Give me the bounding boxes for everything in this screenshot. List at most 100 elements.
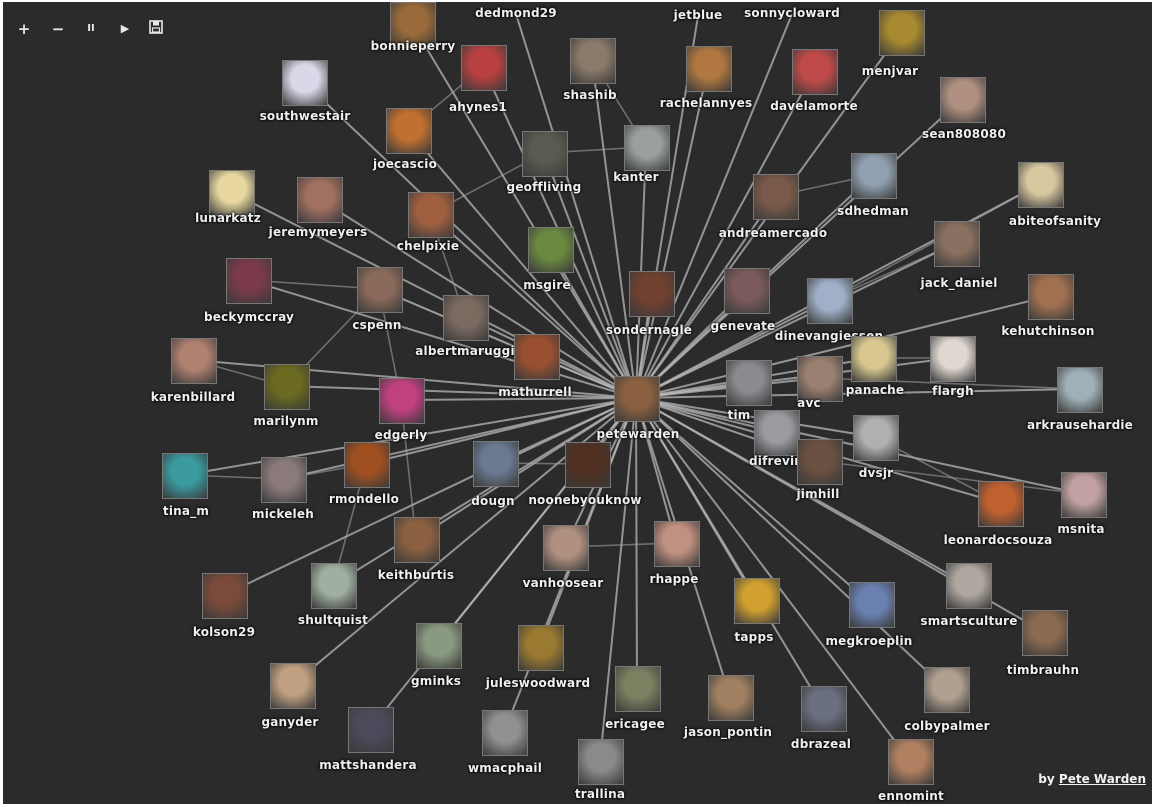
avatar[interactable] [390,2,436,48]
avatar[interactable] [853,415,899,461]
node-label: sean808080 [921,127,1007,141]
avatar[interactable] [946,563,992,609]
node-label: tapps [734,630,774,644]
avatar[interactable] [615,666,661,712]
avatar[interactable] [482,710,528,756]
avatar[interactable] [461,45,507,91]
avatar[interactable] [851,153,897,199]
avatar[interactable] [202,573,248,619]
node-label: gminks [410,674,462,688]
edge-geoffliving [543,152,637,399]
avatar[interactable] [934,221,980,267]
node-label: shultquist [297,613,369,627]
avatar[interactable] [394,517,440,563]
play-button[interactable]: ▶ [120,22,130,35]
avatar[interactable] [528,227,574,273]
avatar[interactable] [162,453,208,499]
avatar[interactable] [801,686,847,732]
avatar[interactable] [614,376,660,422]
avatar[interactable] [797,439,843,485]
save-button[interactable] [149,20,167,38]
node-label: juleswoodward [485,676,591,690]
avatar[interactable] [726,360,772,406]
avatar[interactable] [792,49,838,95]
avatar[interactable] [629,271,675,317]
avatar[interactable] [379,378,425,424]
avatar[interactable] [357,267,403,313]
avatar[interactable] [978,481,1024,527]
avatar[interactable] [473,441,519,487]
avatar[interactable] [1018,162,1064,208]
avatar[interactable] [297,177,343,223]
avatar[interactable] [930,336,976,382]
avatar[interactable] [514,334,560,380]
avatar[interactable] [849,582,895,628]
edge-arkrausehardie [635,388,1080,399]
node-label: andreamercado [718,226,828,240]
author-link[interactable]: Pete Warden [1058,772,1146,786]
avatar[interactable] [708,675,754,721]
zoom-out-button[interactable]: − [51,20,65,38]
avatar[interactable] [1028,274,1074,320]
avatar[interactable] [807,278,853,324]
avatar[interactable] [209,170,255,216]
avatar[interactable] [443,295,489,341]
avatar[interactable] [686,46,732,92]
avatar[interactable] [565,442,611,488]
avatar[interactable] [1061,472,1107,518]
node-label: kehutchinson [1001,324,1095,338]
avatar[interactable] [754,410,800,456]
avatar[interactable] [1057,367,1103,413]
node-label: ericagee [605,717,665,731]
avatar[interactable] [724,268,770,314]
avatar[interactable] [879,10,925,56]
node-label: trallina [574,787,626,801]
avatar[interactable] [348,707,394,753]
node-label: sonnycloward [744,6,840,20]
avatar[interactable] [171,338,217,384]
avatar[interactable] [570,38,616,84]
avatar[interactable] [408,192,454,238]
avatar[interactable] [624,125,670,171]
edge-davelamorte [635,70,815,399]
avatar[interactable] [888,739,934,785]
avatar[interactable] [386,108,432,154]
node-label: rmondello [328,492,400,506]
edge-kehutchinson [635,295,1051,399]
avatar[interactable] [654,521,700,567]
edge-andreamercado [635,195,776,399]
edge-tina_m [183,397,637,476]
avatar[interactable] [543,525,589,571]
edge-dinevangiessen [635,299,830,399]
avatar[interactable] [851,336,897,382]
avatar[interactable] [753,174,799,220]
avatar[interactable] [270,663,316,709]
node-label: arkrausehardie [1026,418,1134,432]
avatar[interactable] [578,739,624,785]
node-label: smartsculture [920,614,1018,628]
zoom-in-button[interactable]: + [17,20,31,38]
node-label: southwestair [259,109,351,123]
node-label: flargh [932,384,974,398]
avatar[interactable] [734,578,780,624]
node-label: genevate [710,319,776,333]
avatar[interactable] [522,131,568,177]
avatar[interactable] [282,60,328,106]
node-label: dvsjr [858,466,894,480]
avatar[interactable] [226,258,272,304]
node-label: cspenn [352,318,402,332]
avatar[interactable] [518,625,564,671]
pause-button[interactable]: II [87,23,95,34]
avatar[interactable] [416,623,462,669]
avatar[interactable] [1022,610,1068,656]
avatar[interactable] [261,457,307,503]
avatar[interactable] [940,77,986,123]
avatar[interactable] [344,442,390,488]
edge-rachelannyes [635,67,709,399]
avatar[interactable] [924,667,970,713]
avatar[interactable] [797,356,843,402]
avatar[interactable] [264,364,310,410]
avatar[interactable] [311,563,357,609]
node-label: petewarden [596,427,680,441]
